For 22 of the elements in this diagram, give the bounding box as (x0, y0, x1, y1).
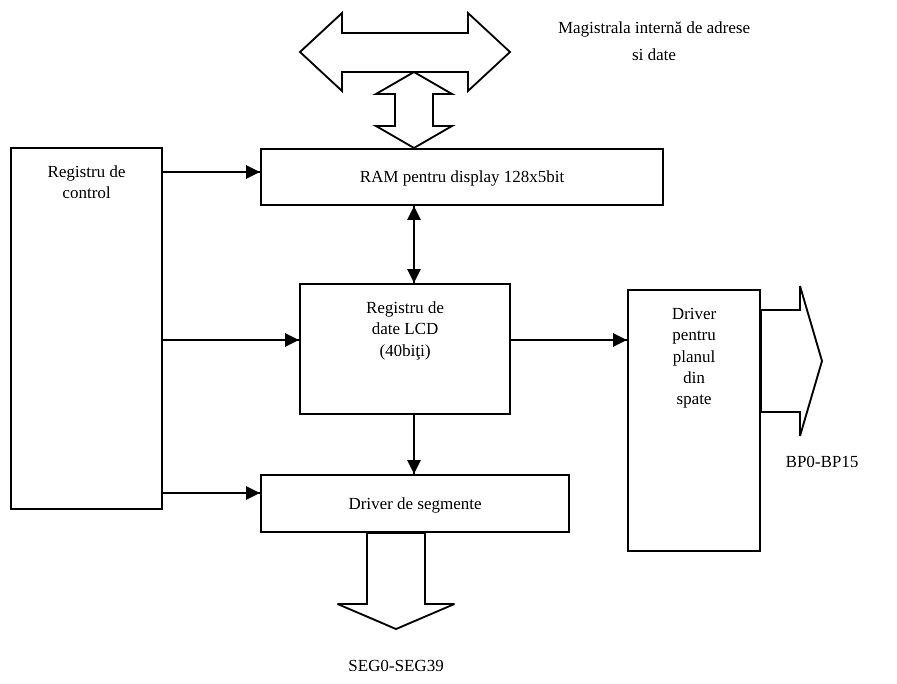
signal-label: BP0-BP15 (784, 451, 860, 473)
block (627, 289, 761, 552)
block-label: Driver de segmente (348, 492, 482, 514)
block (260, 474, 570, 533)
block-arrow (372, 70, 456, 150)
block-label: Driver pentru planul din spate (670, 303, 718, 410)
block-arrow (760, 285, 824, 437)
arrow (407, 206, 421, 283)
block (299, 283, 511, 415)
block-label: RAM pentru display 128x5bit (360, 166, 564, 188)
block (260, 148, 664, 206)
arrow (407, 415, 421, 474)
arrow (163, 165, 260, 179)
arrow (163, 333, 299, 347)
arrow (511, 333, 627, 347)
signal-label: SEG0-SEG39 (347, 655, 445, 677)
bus-label: Magistrala internă de adrese si date (556, 17, 752, 66)
arrow (163, 486, 260, 500)
block-arrow (336, 532, 456, 630)
block-label: Registru de date LCD (40biţi) (365, 297, 445, 361)
block-label: Registru de control (46, 161, 126, 204)
block (10, 147, 163, 510)
